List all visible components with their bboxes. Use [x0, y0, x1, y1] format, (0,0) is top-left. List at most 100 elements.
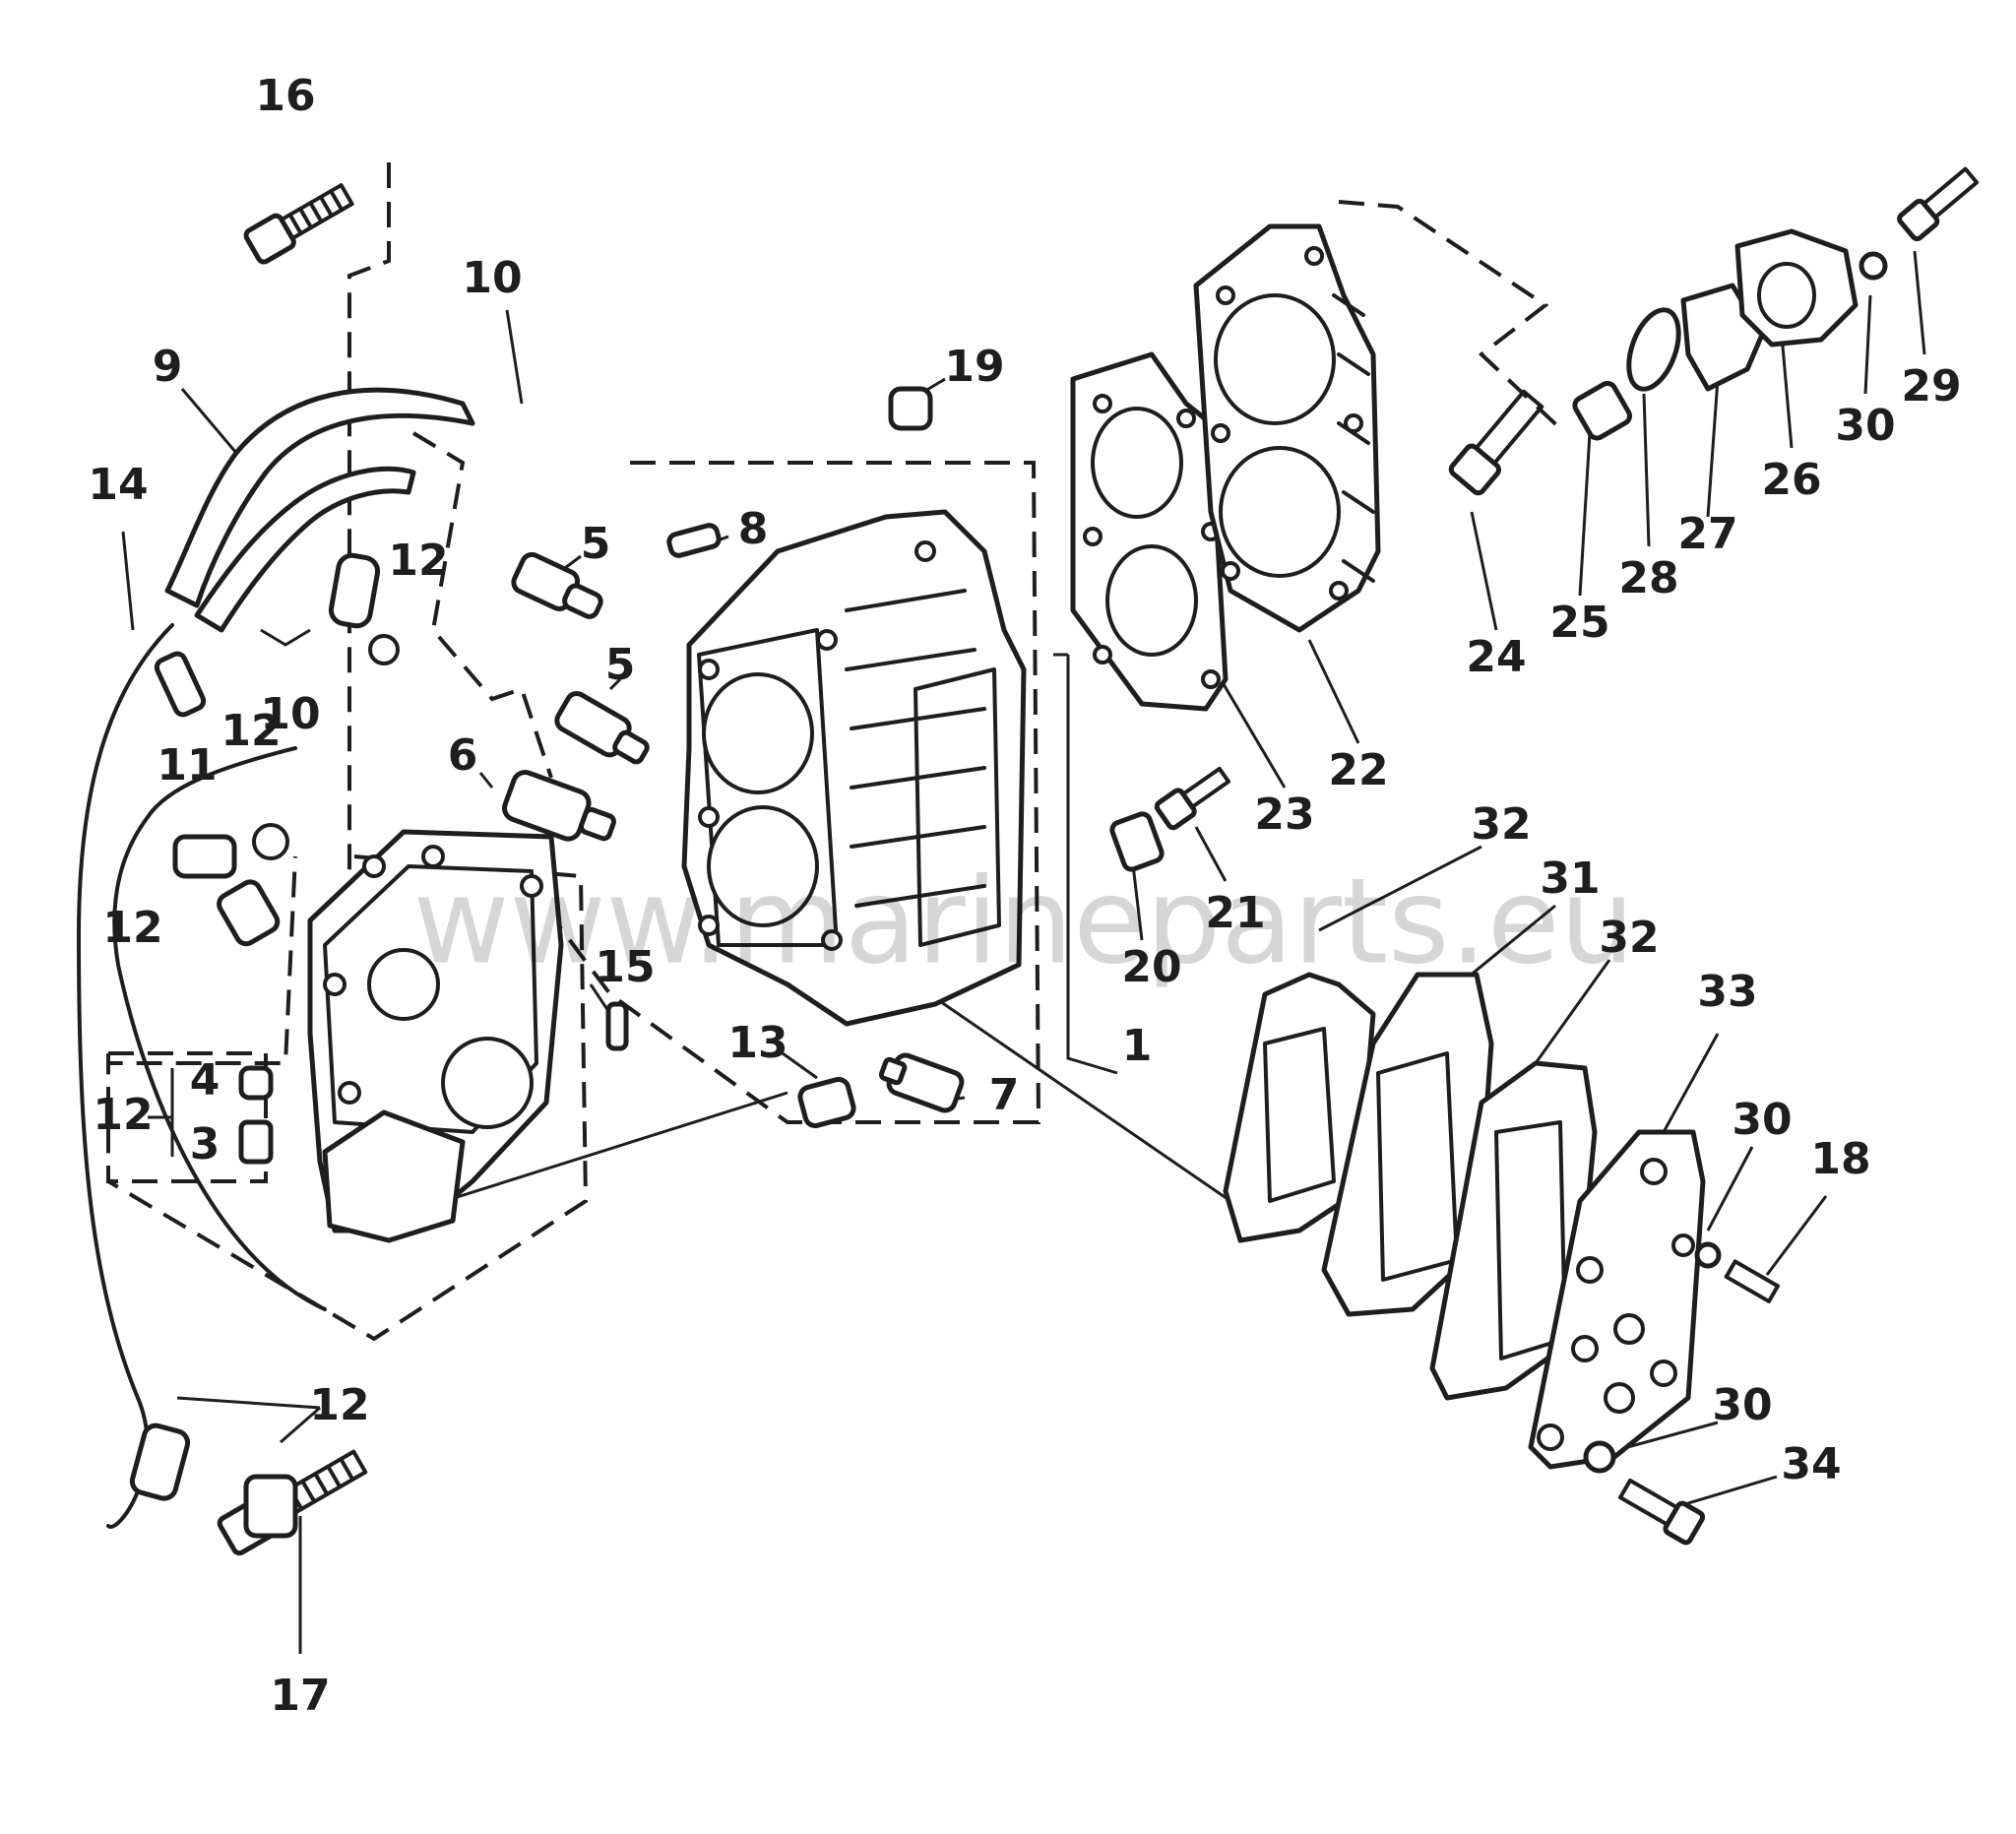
sleeve-13 [797, 1076, 856, 1129]
sleeve-12 [217, 879, 281, 947]
callout-12c: 12 [102, 903, 162, 953]
head-gasket [1070, 351, 1228, 712]
callout-12d: 12 [93, 1090, 153, 1140]
callout-12e: 12 [309, 1380, 369, 1430]
leader-33 [1662, 1033, 1720, 1133]
callout-3: 3 [190, 1119, 220, 1170]
callout-9: 9 [153, 342, 183, 392]
callout-29: 29 [1901, 361, 1961, 411]
callout-10b: 10 [260, 689, 320, 739]
bolt-18 [1724, 1259, 1780, 1303]
fitting-7 [878, 1052, 965, 1113]
callout-12b: 12 [220, 706, 281, 756]
callout-5b: 5 [605, 640, 636, 690]
callout-30b: 30 [1732, 1095, 1792, 1145]
callout-33: 33 [1697, 967, 1757, 1017]
callout-15: 15 [595, 942, 655, 992]
callout-5a: 5 [581, 519, 611, 569]
bolt-21 [1154, 766, 1231, 831]
leader-9 [180, 388, 238, 454]
small-parts [129, 183, 1231, 1556]
callout-19: 19 [944, 342, 1004, 392]
callout-32a: 32 [1471, 799, 1531, 850]
callout-21: 21 [1205, 888, 1265, 938]
clamp-12b [368, 634, 400, 665]
pin-8 [666, 523, 722, 558]
thermostat-assembly [1448, 166, 1980, 496]
leader-12-low [176, 1396, 321, 1410]
callout-31: 31 [1540, 854, 1600, 904]
callout-27: 27 [1677, 509, 1737, 559]
callout-23: 23 [1254, 790, 1314, 840]
callout-1: 1 [1122, 1021, 1153, 1071]
callout-labels: 1 3 4 5 5 6 7 8 9 10 10 11 12 12 12 12 1… [88, 71, 1961, 1721]
crankcase-group-outline [106, 854, 589, 1342]
fitting-6 [502, 769, 616, 842]
leader-29 [1913, 250, 1926, 355]
bolt-16 [243, 183, 354, 265]
callout-17: 17 [270, 1671, 330, 1721]
part-4 [238, 1065, 274, 1101]
bolt-29 [1897, 166, 1980, 242]
hose-10 [194, 466, 416, 633]
cylinder-block [681, 509, 1027, 1027]
leader-27 [1706, 378, 1720, 518]
callout-16: 16 [255, 71, 315, 121]
leader-10a [505, 309, 524, 405]
callout-26: 26 [1761, 455, 1821, 505]
callout-4: 4 [190, 1055, 220, 1106]
callout-14: 14 [88, 460, 148, 510]
callout-6: 6 [448, 730, 478, 781]
washer-30c [1583, 1440, 1616, 1474]
callout-32b: 32 [1599, 913, 1659, 963]
crankcase [307, 829, 564, 1243]
sleeve-11 [172, 834, 237, 879]
fitting-25 [1572, 380, 1632, 441]
assembly-outlines [106, 162, 1567, 1342]
hose-long-loop-2 [112, 746, 327, 1311]
plate-31 [1321, 972, 1494, 1317]
callout-13: 13 [727, 1018, 788, 1068]
leader-30a [1863, 294, 1872, 395]
fitting-5a [511, 551, 603, 619]
leader-lines [121, 250, 1926, 1654]
clip-20 [1109, 811, 1165, 872]
callout-10a: 10 [462, 253, 522, 303]
leader-30b [1706, 1146, 1754, 1232]
crankcase-lower [322, 1109, 466, 1243]
callout-20: 20 [1121, 942, 1181, 992]
hose-group-outline [347, 162, 391, 906]
leader-5b [608, 677, 622, 691]
cap-19 [888, 386, 933, 431]
leader-32b [1534, 959, 1611, 1064]
sleeve-12-low-a [129, 1423, 191, 1501]
fitting-5b [554, 691, 650, 765]
callout-18: 18 [1810, 1134, 1870, 1184]
bolt-34 [1618, 1478, 1706, 1546]
leader-block-to-cover [914, 982, 1231, 1203]
hose-9 [164, 387, 475, 608]
clip-14 [154, 651, 207, 718]
leader-10b [260, 628, 311, 647]
cylinder-head [1193, 223, 1381, 633]
clamp-12 [252, 823, 289, 860]
callout-28: 28 [1618, 553, 1678, 603]
hose-group-outline-2 [411, 431, 553, 779]
part-3 [238, 1119, 274, 1165]
leader-crankcase [412, 1091, 788, 1213]
callout-30c: 30 [1712, 1380, 1772, 1430]
leader-22 [1307, 639, 1360, 744]
leader-12-low-2 [280, 1406, 321, 1444]
sub-group-12-outline [106, 1051, 268, 1183]
leader-23 [1219, 678, 1287, 789]
block-port-panel [914, 667, 1001, 947]
leader-14 [121, 531, 135, 631]
callout-7: 7 [989, 1070, 1020, 1120]
leader-18 [1765, 1195, 1828, 1276]
gasket-32b [1429, 1060, 1598, 1401]
callout-30a: 30 [1835, 401, 1895, 451]
leader-32a [1318, 845, 1482, 932]
callout-25: 25 [1549, 598, 1609, 648]
leader-34 [1677, 1475, 1778, 1508]
